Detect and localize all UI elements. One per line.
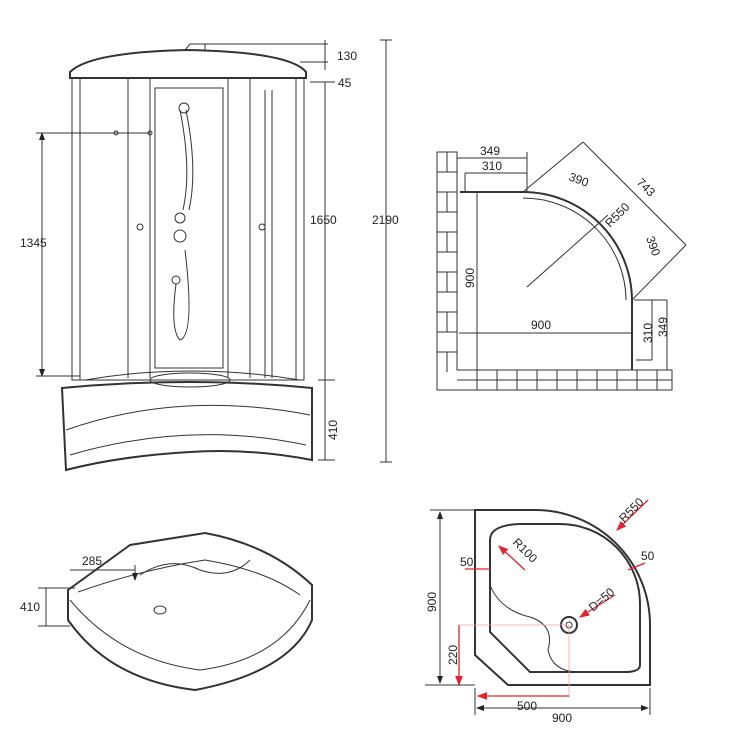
dim-right-310: 310 <box>641 323 655 343</box>
dim-rim-left-50: 50 <box>460 555 474 569</box>
plan-view: 349 310 390 743 R550 390 900 900 310 349 <box>436 141 687 391</box>
dim-radius-r550: R550 <box>602 200 632 230</box>
dim-drain-y-220: 220 <box>446 645 460 665</box>
tray-plan: 900 900 500 220 50 50 R550 R100 D=50 <box>425 495 655 725</box>
tray-perspective: 285 410 <box>20 531 313 692</box>
dim-width-900: 900 <box>531 318 551 332</box>
dim-arc-390-right: 390 <box>643 234 663 258</box>
dim-tray-width-900: 900 <box>552 711 572 725</box>
dim-depth-900: 900 <box>463 268 477 288</box>
dim-height-410: 410 <box>20 600 40 614</box>
dim-cabin-height: 1650 <box>310 213 337 227</box>
dim-drain-diameter: D=50 <box>586 585 617 615</box>
front-elevation: 130 45 1345 1650 410 2190 <box>20 39 399 472</box>
dim-total-height: 2190 <box>372 213 399 227</box>
dim-tray-height: 410 <box>326 420 340 440</box>
dim-drain-x-500: 500 <box>517 699 537 713</box>
dim-top-310: 310 <box>482 159 502 173</box>
dim-top-349: 349 <box>480 144 500 158</box>
dim-right-349: 349 <box>656 317 670 337</box>
dim-top-cap: 130 <box>337 49 357 63</box>
dim-cap-offset: 45 <box>338 76 352 90</box>
dim-radius-r550: R550 <box>616 495 646 525</box>
dim-handle-height: 1345 <box>20 236 47 250</box>
dim-tray-depth-900: 900 <box>425 592 439 612</box>
dim-arc-390-top: 390 <box>567 170 591 190</box>
dim-rim-right-50: 50 <box>641 549 655 563</box>
dim-seat-285: 285 <box>82 554 102 568</box>
